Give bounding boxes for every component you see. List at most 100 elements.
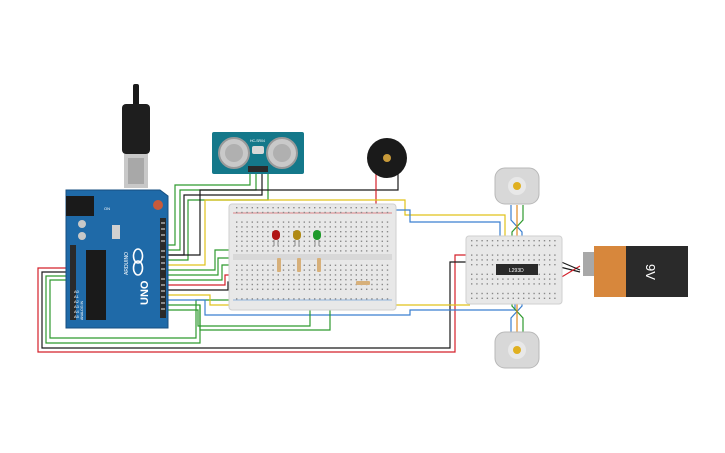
wire-yellow[interactable] (165, 199, 506, 266)
breadboard-hole[interactable] (371, 226, 373, 228)
breadboard-hole[interactable] (303, 274, 305, 276)
breadboard-hole[interactable] (376, 298, 378, 300)
breadboard-hole[interactable] (236, 283, 238, 286)
breadboard-hole[interactable] (512, 297, 514, 299)
breadboard-hole[interactable] (554, 297, 556, 299)
breadboard-hole[interactable] (262, 207, 264, 209)
breadboard-hole[interactable] (329, 235, 331, 238)
breadboard-hole[interactable] (355, 279, 357, 281)
breadboard-hole[interactable] (381, 298, 383, 300)
breadboard-hole[interactable] (549, 283, 551, 285)
breadboard-hole[interactable] (314, 207, 316, 209)
breadboard-hole[interactable] (538, 259, 540, 261)
breadboard-hole[interactable] (298, 298, 300, 300)
breadboard-hole[interactable] (497, 244, 499, 247)
breadboard-hole[interactable] (481, 240, 483, 242)
breadboard-hole[interactable] (246, 274, 248, 276)
breadboard-hole[interactable] (476, 240, 478, 242)
breadboard-hole[interactable] (334, 245, 337, 247)
breadboard-hole[interactable] (491, 297, 494, 299)
breadboard-hole[interactable] (308, 250, 311, 252)
breadboard-hole[interactable] (251, 245, 253, 247)
wire-buzzer-black[interactable] (165, 172, 399, 256)
breadboard-hole[interactable] (262, 221, 264, 223)
breadboard-hole[interactable] (528, 254, 530, 256)
breadboard-hole[interactable] (502, 244, 504, 247)
breadboard-hole[interactable] (476, 292, 478, 295)
breadboard-hole[interactable] (334, 231, 337, 233)
breadboard-hole[interactable] (272, 264, 274, 266)
wire-ultrasonic-2[interactable] (165, 172, 257, 251)
breadboard-hole[interactable] (366, 269, 368, 271)
breadboard-hole[interactable] (345, 250, 347, 252)
breadboard-hole[interactable] (293, 240, 295, 242)
breadboard-hole[interactable] (241, 274, 243, 276)
breadboard-hole[interactable] (319, 226, 321, 228)
breadboard-hole[interactable] (360, 240, 363, 242)
breadboard-hole[interactable] (236, 245, 238, 247)
breadboard-hole[interactable] (381, 221, 383, 223)
breadboard-hole[interactable] (376, 231, 378, 233)
breadboard-hole[interactable] (256, 269, 259, 271)
breadboard-hole[interactable] (371, 269, 373, 271)
piezo-buzzer[interactable] (367, 138, 407, 178)
breadboard-hole[interactable] (319, 211, 321, 214)
breadboard-hole[interactable] (486, 283, 488, 285)
breadboard-hole[interactable] (298, 211, 300, 214)
breadboard-hole[interactable] (267, 250, 269, 252)
breadboard-hole[interactable] (549, 254, 551, 256)
breadboard-hole[interactable] (272, 245, 274, 247)
breadboard-hole[interactable] (543, 244, 546, 247)
breadboard-hole[interactable] (324, 298, 326, 300)
breadboard-hole[interactable] (371, 221, 373, 223)
breadboard-hole[interactable] (491, 264, 494, 266)
breadboard-hole[interactable] (345, 235, 347, 238)
breadboard-hole[interactable] (340, 231, 342, 233)
breadboard-hole[interactable] (366, 245, 368, 247)
breadboard-hole[interactable] (262, 245, 264, 247)
breadboard-hole[interactable] (282, 279, 285, 281)
breadboard-hole[interactable] (554, 259, 556, 261)
breadboard-hole[interactable] (319, 250, 321, 252)
breadboard-hole[interactable] (366, 231, 368, 233)
breadboard-hole[interactable] (314, 283, 316, 286)
breadboard-hole[interactable] (329, 269, 331, 271)
breadboard-hole[interactable] (308, 240, 311, 242)
breadboard-hole[interactable] (282, 269, 285, 271)
breadboard-hole[interactable] (298, 288, 300, 290)
breadboard-hole[interactable] (288, 245, 290, 247)
breadboard-hole[interactable] (329, 283, 331, 286)
breadboard-hole[interactable] (523, 297, 525, 299)
breadboard-hole[interactable] (241, 283, 243, 286)
breadboard-hole[interactable] (350, 221, 352, 223)
breadboard-hole[interactable] (308, 221, 311, 223)
breadboard-hole[interactable] (360, 269, 363, 271)
breadboard-hole[interactable] (381, 207, 383, 209)
breadboard-hole[interactable] (272, 274, 274, 276)
breadboard-hole[interactable] (491, 240, 494, 242)
breadboard-hole[interactable] (507, 254, 509, 256)
breadboard-hole[interactable] (345, 240, 347, 242)
breadboard-hole[interactable] (340, 298, 342, 300)
breadboard-hole[interactable] (262, 288, 264, 290)
breadboard-hole[interactable] (288, 283, 290, 286)
breadboard-hole[interactable] (246, 264, 248, 266)
breadboard-hole[interactable] (497, 254, 499, 256)
breadboard-hole[interactable] (481, 273, 483, 275)
breadboard-hole[interactable] (319, 245, 321, 247)
breadboard-hole[interactable] (319, 240, 321, 242)
breadboard-hole[interactable] (251, 250, 253, 252)
breadboard-hole[interactable] (481, 297, 483, 299)
breadboard-hole[interactable] (350, 288, 352, 290)
breadboard-hole[interactable] (288, 274, 290, 276)
breadboard-hole[interactable] (236, 231, 238, 233)
breadboard-hole[interactable] (350, 279, 352, 281)
breadboard-hole[interactable] (345, 264, 347, 266)
breadboard-hole[interactable] (549, 273, 551, 275)
breadboard-hole[interactable] (256, 245, 259, 247)
breadboard-hole[interactable] (308, 283, 311, 286)
breadboard-hole[interactable] (251, 207, 253, 209)
breadboard-hole[interactable] (251, 221, 253, 223)
breadboard-hole[interactable] (491, 292, 494, 295)
breadboard-hole[interactable] (538, 244, 540, 247)
